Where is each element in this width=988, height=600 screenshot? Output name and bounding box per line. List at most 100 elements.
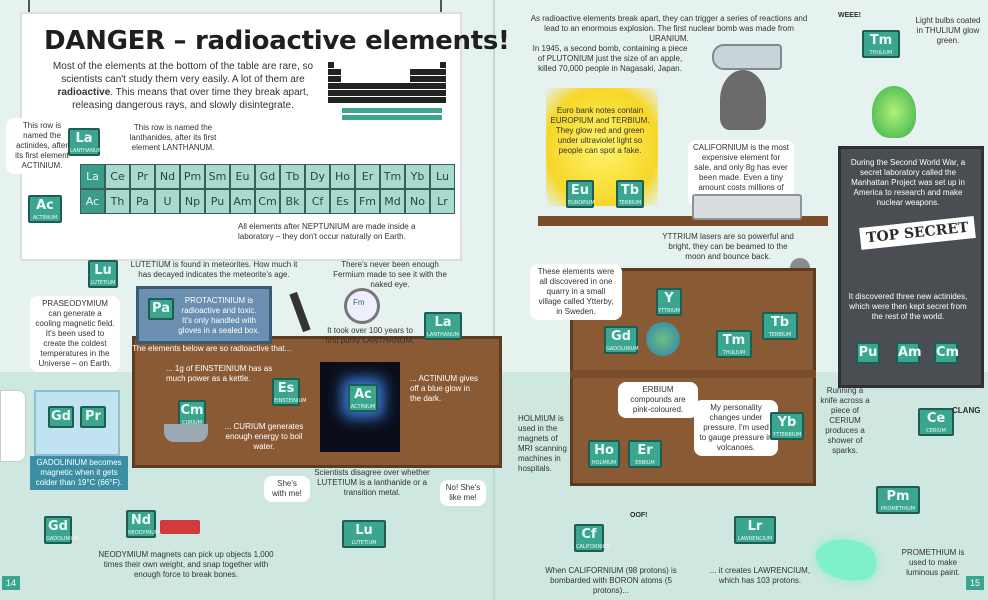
element-cell-dy: Dy xyxy=(305,164,330,189)
ww2-note: During the Second World War, a secret la… xyxy=(850,158,966,207)
element-cell-yb: Yb xyxy=(405,164,430,189)
terbium-shelf-label: TERBIUM xyxy=(768,332,792,338)
euro-note: Euro bank notes contain EUROPIUM and TER… xyxy=(550,106,650,155)
ytterbium-label: YTTERBIUM xyxy=(772,432,802,438)
lutetium-dispute-note: Scientists disagree over whether LUTETIU… xyxy=(314,468,430,497)
gadolinium-magnet-symbol: Gd xyxy=(48,519,68,534)
page-number-right: 15 xyxy=(966,576,985,590)
neodymium-note: NEODYMIUM magnets can pick up objects 1,… xyxy=(98,550,274,579)
element-cell-np: Np xyxy=(180,189,205,214)
book-spine xyxy=(493,0,495,600)
europium-character: Eu EUROPIUM xyxy=(566,180,595,208)
page-number-left: 14 xyxy=(2,576,21,590)
gadolinium-shelf-symbol: Gd xyxy=(611,329,631,344)
fermium-tiny-symbol: Fm xyxy=(353,298,365,307)
erbium-note: ERBIUM compounds are pink-coloured. xyxy=(618,382,698,418)
element-cell-cf: Cf xyxy=(305,189,330,214)
lawrencium-character: Lr LAWRENCIUM xyxy=(734,516,776,544)
cabinet-title: The elements below are so radioactive th… xyxy=(132,344,292,353)
lutetium-center-label: LUTETIUM xyxy=(351,540,377,546)
element-cell-er: Er xyxy=(355,164,380,189)
lutetium-label: LUTETIUM xyxy=(90,280,116,286)
element-cell-lr: Lr xyxy=(430,189,455,214)
erbium-label: ERBIUM xyxy=(635,460,655,466)
element-cell-am: Am xyxy=(230,189,255,214)
einsteinium-symbol: Es xyxy=(277,381,295,396)
terbium-shelf-symbol: Tb xyxy=(770,315,790,330)
thulium-label: THULIUM xyxy=(869,50,893,56)
californium-symbol: Cf xyxy=(581,527,597,542)
ytterbium-symbol: Yb xyxy=(777,415,797,430)
curium-secret-character: Cm xyxy=(934,342,959,364)
holmium-label: HOLMIUM xyxy=(591,460,617,466)
lutetium-symbol: Lu xyxy=(94,263,112,278)
lanthanides-note: This row is named the lanthanides, after… xyxy=(120,120,226,156)
intro-bold: radioactive xyxy=(57,87,111,98)
globe-icon xyxy=(646,322,680,356)
californium-boron-note: When CALIFORNIUM (98 protons) is bombard… xyxy=(545,566,677,595)
gadolinium-note: GADOLINIUM becomes magnetic when it gets… xyxy=(30,456,128,490)
neptunium-note: All elements after NEPTUNIUM are made in… xyxy=(238,222,416,241)
actinium-note: ... ACTINIUM gives off a blue glow in th… xyxy=(410,374,479,403)
element-cell-md: Md xyxy=(380,189,405,214)
yttrium-label: YTTRIUM xyxy=(658,308,680,314)
protactinium-note: PROTACTINIUM is radioactive and toxic. I… xyxy=(178,296,260,335)
bomb-note: As radioactive elements break apart, the… xyxy=(530,14,808,43)
gadolinium-magnet-character: Gd GADOLINIUM xyxy=(44,516,79,544)
element-cell-ac: Ac xyxy=(80,189,105,214)
element-cell-tm: Tm xyxy=(380,164,405,189)
promethium-character: Pm PROMETHIUM xyxy=(876,486,920,514)
intro-text-1: Most of the elements at the bottom of th… xyxy=(52,61,314,85)
cerium-character: Ce CERIUM xyxy=(918,408,954,436)
lawrencium-symbol: Lr xyxy=(747,519,763,534)
protactinium-symbol: Pa xyxy=(152,301,170,316)
thulium-swinging-character: Tm THULIUM xyxy=(862,30,900,58)
actinium-glow-symbol: Ac xyxy=(354,387,372,402)
element-cell-la: La xyxy=(80,164,105,189)
actinium-symbol: Ac xyxy=(36,198,54,213)
gadolinium-symbol: Gd xyxy=(51,409,71,424)
sign-string-right xyxy=(440,0,442,14)
actinium-glowing-character: Ac ACTINIUM xyxy=(348,384,378,412)
lawrencium-note: ... it creates LAWRENCIUM, which has 103… xyxy=(709,566,811,585)
lanthanum-tall-label: LANTHANUM xyxy=(426,332,459,338)
praseodymium-note: PRASEODYMIUM can generate a cooling magn… xyxy=(30,296,120,372)
bomb-icon xyxy=(712,44,782,70)
actinides-note: This row is named the actinides, after i… xyxy=(6,118,78,174)
element-cell-nd: Nd xyxy=(155,164,180,189)
lutetium-center-character: Lu LUTETIUM xyxy=(342,520,386,548)
holmium-note: HOLMIUM is used in the magnets of MRI sc… xyxy=(518,414,567,473)
top-shelf xyxy=(538,216,828,226)
shes-with-me-bubble: She's with me! xyxy=(264,476,310,502)
terbium-character: Tb TERBIUM xyxy=(616,180,644,208)
californium-character: Cf CALIFORNIUM xyxy=(574,524,611,552)
page-title: DANGER – radioactive elements! xyxy=(44,26,510,56)
lanthanum-label: LANTHANUM xyxy=(70,148,103,154)
freezer-panel xyxy=(34,390,120,456)
lanthanum-symbol: La xyxy=(75,131,93,146)
praseodymium-symbol: Pr xyxy=(85,409,101,424)
ytterby-note: These elements were all discovered in on… xyxy=(530,264,622,320)
element-cell-ce: Ce xyxy=(105,164,130,189)
holmium-character: Ho HOLMIUM xyxy=(588,440,620,468)
plutonium-character: Pu xyxy=(856,342,880,364)
yttrium-symbol: Y xyxy=(664,291,674,306)
lawrencium-label: LAWRENCIUM xyxy=(737,536,773,542)
fermium-note: There's never been enough Fermium made t… xyxy=(333,260,447,289)
shes-like-me-bubble: No! She's like me! xyxy=(440,480,486,506)
intro-paragraph: Most of the elements at the bottom of th… xyxy=(52,60,314,112)
americium-symbol: Am xyxy=(898,345,922,360)
sign-string-left xyxy=(28,0,30,14)
europium-symbol: Eu xyxy=(570,183,590,198)
thulium-shelf-symbol: Tm xyxy=(722,333,746,348)
pressure-note: My personality changes under pressure. I… xyxy=(694,400,778,456)
cerium-note: Running a knife across a piece of CERIUM… xyxy=(820,386,870,455)
californium-label: CALIFORNIUM xyxy=(576,544,611,550)
neodymium-symbol: Nd xyxy=(130,513,152,528)
yttrium-character: Y YTTRIUM xyxy=(656,288,682,316)
element-cell-es: Es xyxy=(330,189,355,214)
erbium-character: Er ERBIUM xyxy=(628,440,662,468)
promethium-note: PROMETHIUM is used to make luminous pain… xyxy=(901,548,965,577)
mini-periodic-table-icon xyxy=(328,62,446,120)
